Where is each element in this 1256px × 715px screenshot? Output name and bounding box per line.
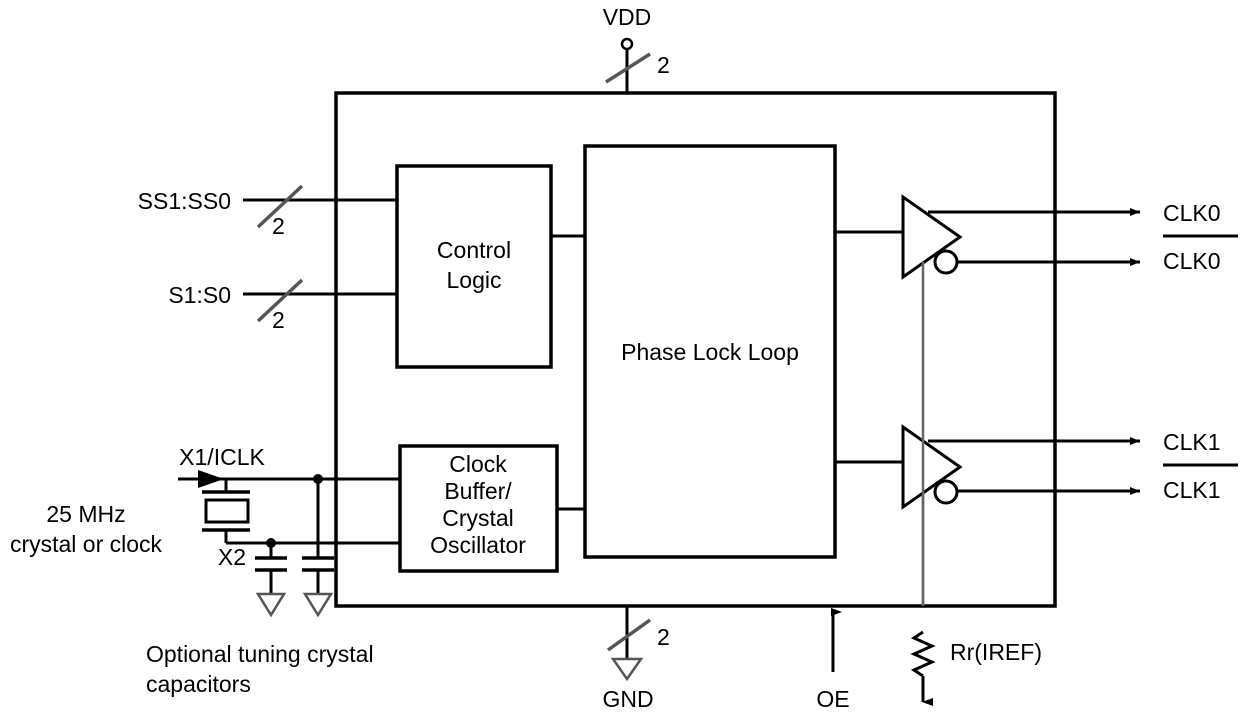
chip-outline [334,91,1057,608]
clk1-bar-label: CLK1 [1163,477,1221,503]
oe-label: OE [816,686,849,712]
s-bus-input: S1:S0 2 [168,278,397,333]
cap-note-line1: Optional tuning crystal [146,641,374,667]
crystal-note-line1: 25 MHz [46,501,125,527]
gnd-bus-width-label: 2 [657,624,670,650]
buffer0-invert-bubble-icon [933,249,959,275]
output-buffer-1: CLK1 CLK1 [835,424,1238,510]
gnd-symbol-icon [610,657,644,682]
buffer0-triangle-icon [901,194,963,280]
clock-buffer-label-line1: Clock [449,451,507,477]
pll-box [583,144,837,559]
s-bus-label: S1:S0 [168,282,231,308]
s-bus-slash-icon [256,278,304,323]
gnd-pin: 2 GND [602,606,670,712]
pll-label: Phase Lock Loop [621,339,799,365]
cap-note-line2: capacitors [146,671,251,697]
ss-bus-width-label: 2 [272,213,285,239]
ss-bus-input: SS1:SS0 2 [138,184,397,239]
clock-buffer-label-line3: Crystal [442,505,514,531]
resistor-zigzag-icon [910,630,936,678]
crystal-note: 25 MHz crystal or clock [10,501,163,557]
crystal-network: X1/ICLK X2 [178,444,400,618]
pll-block: Phase Lock Loop [583,144,837,559]
clock-buffer-box [398,444,559,573]
ss-bus-slash-icon [256,184,304,229]
control-logic-label-line2: Logic [447,267,502,293]
cap2-ground-symbol-icon [302,592,334,618]
clk1-label: CLK1 [1163,429,1221,455]
rr-iref-resistor: Rr(IREF) [910,630,1042,706]
x1-input-arrow-icon [198,470,224,488]
control-logic-box [395,164,553,369]
clk0-label: CLK0 [1163,200,1221,226]
output-buffer-0: CLK0 CLK0 [835,194,1238,280]
clock-buffer-label-line2: Buffer/ [444,478,512,504]
rr-iref-label: Rr(IREF) [950,639,1042,665]
control-logic-block: Control Logic [395,164,553,369]
x1-iclk-label: X1/ICLK [179,444,265,470]
control-logic-label-line1: Control [437,237,511,263]
oe-pin: OE [816,608,850,712]
clk0-bar-label: CLK0 [1163,248,1221,274]
buffer1-invert-bubble-icon [933,479,959,505]
clock-buffer-block: Clock Buffer/ Crystal Oscillator [398,444,559,573]
cap1-ground-symbol-icon [255,592,287,618]
crystal-body-icon [204,498,250,524]
vdd-terminal-dot-icon [620,37,634,51]
tuning-capacitor-note: Optional tuning crystal capacitors [146,641,374,697]
gnd-bus-slash-icon [606,618,652,652]
vdd-bus-width-label: 2 [657,52,670,78]
x2-label: X2 [218,544,246,570]
crystal-note-line2: crystal or clock [10,531,163,557]
vdd-pin: VDD 2 [603,4,670,93]
clock-buffer-label-line4: Oscillator [430,532,526,558]
ss-bus-label: SS1:SS0 [138,188,231,214]
vdd-label: VDD [603,4,652,30]
vdd-bus-slash-icon [605,52,651,84]
s-bus-width-label: 2 [272,307,285,333]
buffer1-triangle-icon [901,424,963,510]
gnd-label: GND [602,686,653,712]
